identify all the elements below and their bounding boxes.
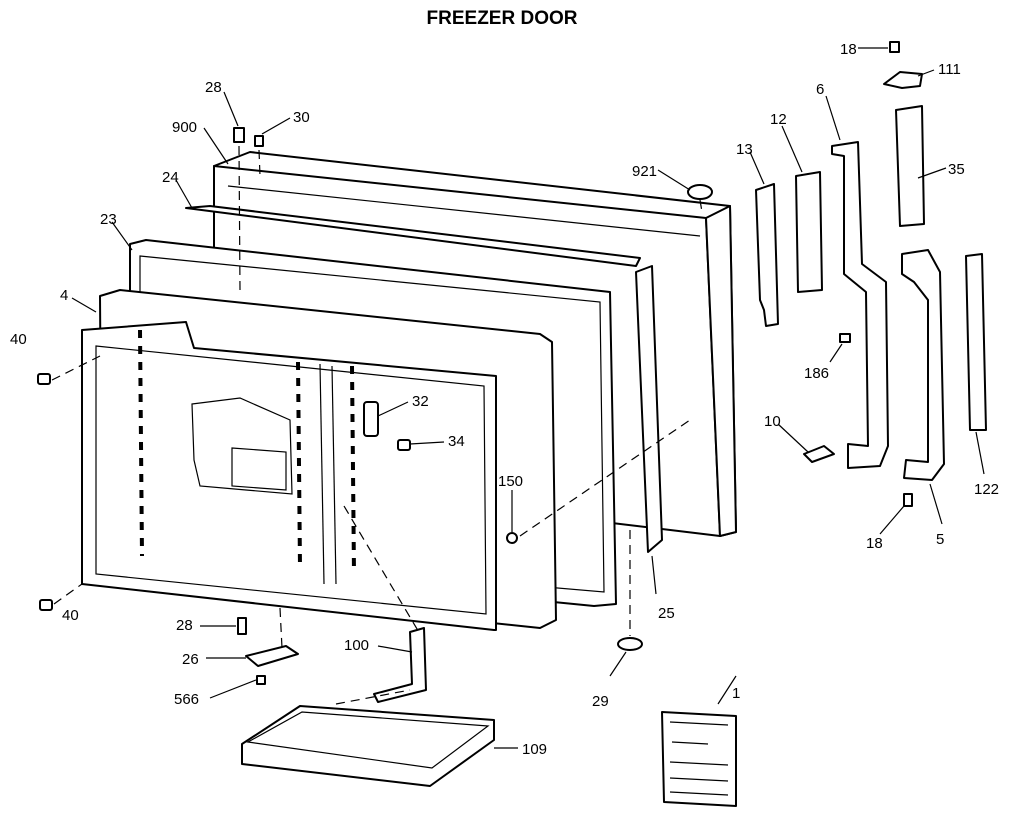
callout-26: 26 [182,651,199,668]
callout-35: 35 [948,161,965,178]
callout-1: 1 [732,685,740,702]
callout-24: 24 [162,169,179,186]
handle-cover-35 [895,105,925,227]
inner-door-liner [81,289,557,631]
side-trim-strip [635,265,663,553]
callout-18-top: 18 [840,41,857,58]
handle-cap-111 [883,71,923,89]
screw-566 [256,675,266,685]
handle-rail-122 [965,253,987,431]
callout-13: 13 [736,141,753,158]
handle-trim-12 [795,171,823,293]
callout-25: 25 [658,605,675,622]
callout-29: 29 [592,693,609,710]
hinge-plate-26 [245,645,299,667]
handle-bracket-5 [901,249,945,481]
handle-bracket-6 [831,141,889,469]
clip-10 [803,445,835,463]
handle-trim-13 [755,183,779,327]
callout-32: 32 [412,393,429,410]
callout-100: 100 [344,637,369,654]
callout-10: 10 [764,413,781,430]
callout-labels: 18 111 28 30 900 6 12 13 35 921 24 23 4 … [10,41,999,758]
callout-28-bottom: 28 [176,617,193,634]
callout-150: 150 [498,473,523,490]
callout-122: 122 [974,481,999,498]
callout-30: 30 [293,109,310,126]
clip-fastener [397,439,411,451]
callout-40-top: 40 [10,331,27,348]
screw-18-top [889,41,900,53]
top-screw [233,127,245,143]
door-stop-clip [363,401,379,437]
bumper-40-bottom [39,599,53,611]
callout-921: 921 [632,163,657,180]
callout-186: 186 [804,365,829,382]
callout-5: 5 [936,531,944,548]
callout-28-top: 28 [205,79,222,96]
door-gasket-strip [185,205,641,267]
screw-28-bottom [237,617,247,635]
shelf-bracket-100 [373,627,427,703]
screw-150 [506,532,518,544]
callout-109: 109 [522,741,547,758]
callout-40-bottom: 40 [62,607,79,624]
callout-34: 34 [448,433,465,450]
instruction-card-1 [661,711,737,807]
callout-4: 4 [60,287,68,304]
screw-18-bottom [903,493,913,507]
callout-6: 6 [816,81,824,98]
bumper-40-top [37,373,51,385]
leader-lines [71,47,985,749]
callout-18-bottom: 18 [866,535,883,552]
callout-111: 111 [938,61,961,78]
door-bin-109 [241,705,495,787]
callout-900: 900 [172,119,197,136]
top-screw-small [254,135,264,147]
diagram-title: FREEZER DOOR [427,8,578,29]
hole-plug [687,184,713,200]
callout-23: 23 [100,211,117,228]
callout-12: 12 [770,111,787,128]
callout-566: 566 [174,691,199,708]
door-stop-29 [617,637,643,651]
screw-186 [839,333,851,343]
